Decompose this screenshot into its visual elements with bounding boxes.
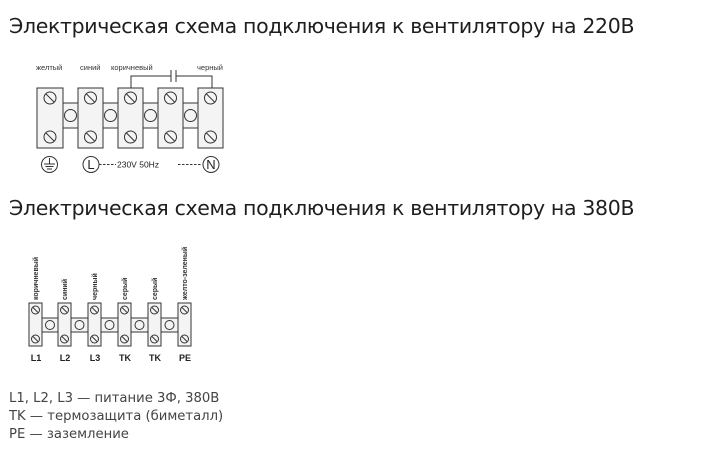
earth-icon [41,156,58,173]
terminal-3 [117,87,144,149]
terminal-L3 [87,302,102,347]
svg-text:L: L [87,157,94,172]
capacitor [130,70,213,92]
terminal-5 [197,87,224,149]
wire-label-black: черный [91,273,99,300]
wire-label-blue: синий [80,63,100,72]
terminal-label-L2: L2 [60,353,71,363]
terminal-2 [77,87,104,149]
terminal-TK-1 [117,302,132,347]
svg-text:N: N [206,157,215,172]
neutral-symbol: N [202,156,220,173]
terminal-label-TK-1: TK [119,353,131,363]
terminal-label-L3: L3 [90,353,101,363]
wire-label-yellow-green: желто-зеленый [181,247,189,301]
line-phase-symbol: L [82,156,100,173]
terminal-label-PE: PE [179,353,191,363]
wire-label-gray-1: серый [121,278,129,300]
terminal-L1 [28,302,43,347]
wire-label-brown: коричневый [32,257,40,300]
wire-label-brown: коричневый [111,63,153,72]
terminal-bridges [62,102,199,129]
terminal-label-TK-2: TK [149,353,161,363]
wiring-diagram-380v: коричневый синий черный серый серый желт… [28,247,192,363]
legend-item-earth: PE — заземление [9,427,129,442]
wire-label-blue: синий [61,279,69,300]
heading-380v: Электрическая схема подключения к вентил… [9,196,635,220]
legend: L1, L2, L3 — питание 3Ф, 380В TK — термо… [9,390,223,444]
wire-label-black: черный [197,63,223,72]
wire-label-gray-2: серый [151,278,159,300]
terminal-L2 [57,302,72,347]
terminal-4 [157,87,184,149]
heading-220v: Электрическая схема подключения к вентил… [9,14,635,38]
terminal-bridges [41,317,179,333]
wire-label-yellow: желтый [36,63,62,72]
legend-item-thermal: TK — термозащита (биметалл) [9,409,224,424]
terminal-TK-2 [147,302,162,347]
terminal-PE [177,302,192,347]
wiring-diagram-220v: желтый синий коричневый черный [36,63,224,173]
terminal-1 [36,87,64,149]
legend-item-phases: L1, L2, L3 — питание 3Ф, 380В [9,391,220,406]
supply-label: 230V 50Hz [117,160,159,170]
terminal-label-L1: L1 [31,353,42,363]
